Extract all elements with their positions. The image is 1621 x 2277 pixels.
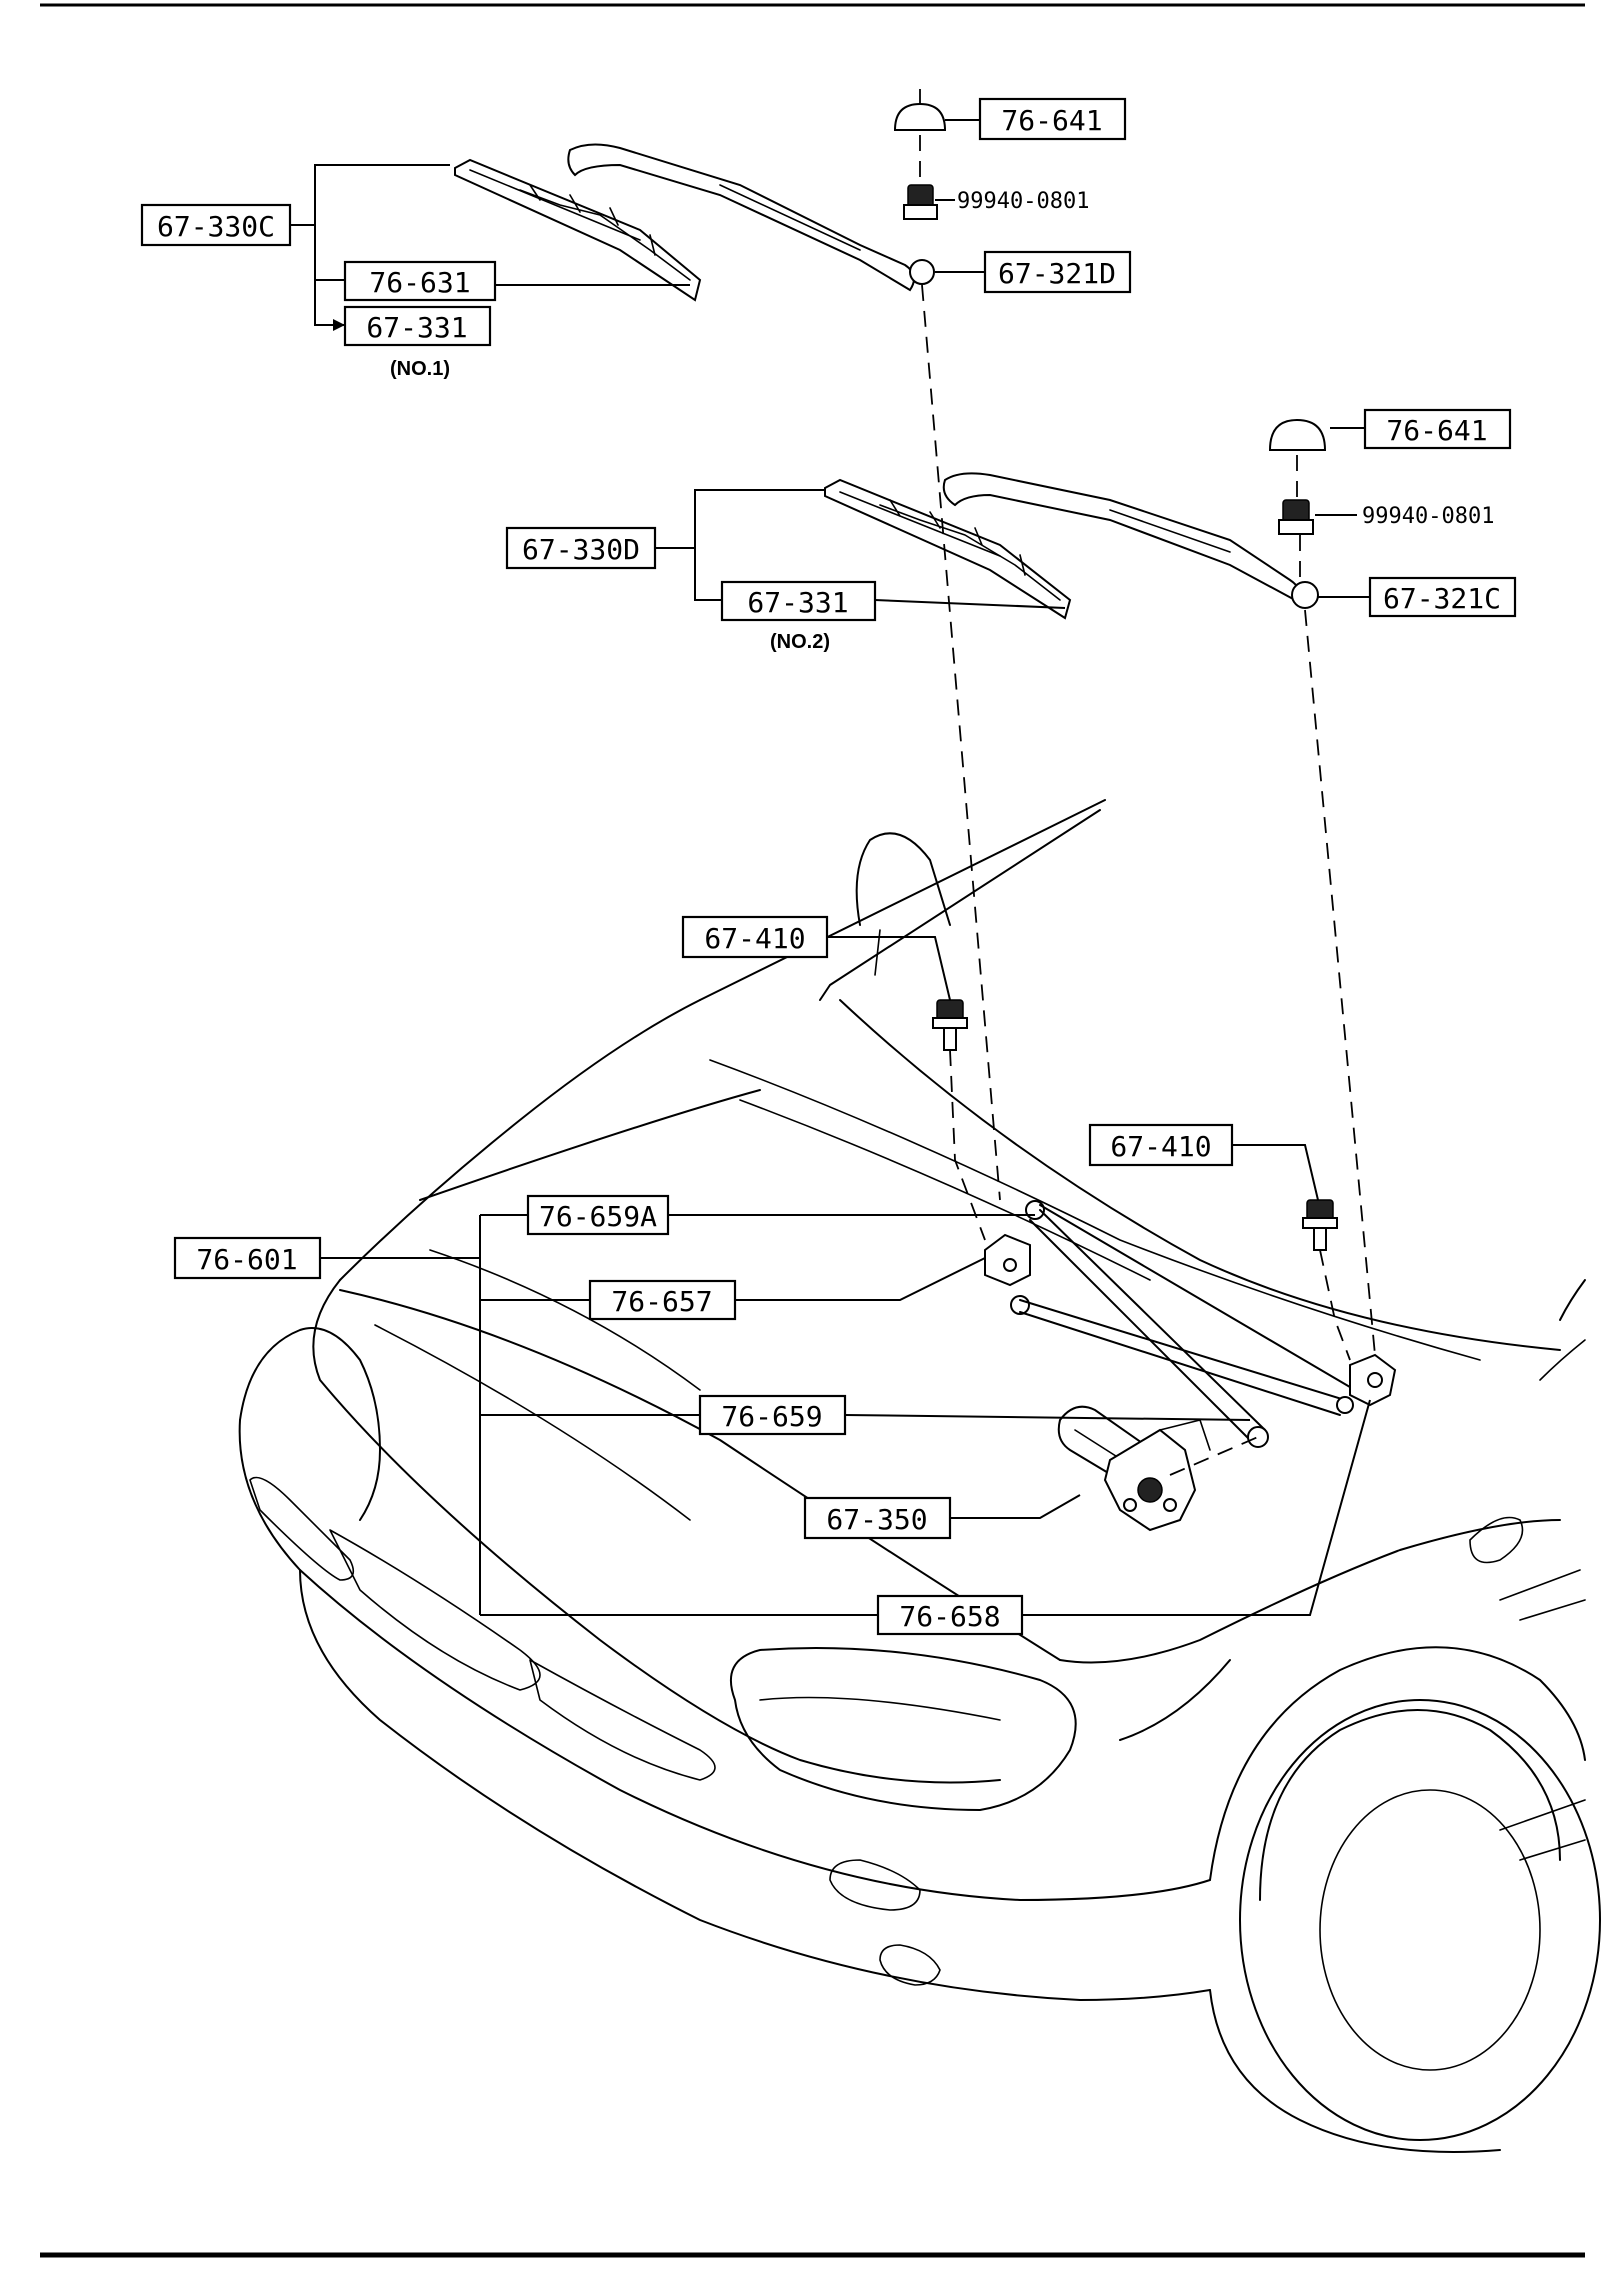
label-blade-1: 76-631 [343,260,497,302]
svg-text:99940-0801: 99940-0801 [1362,504,1494,529]
label-pivot: 76-657 [588,1279,737,1321]
label-arm-1: 67-321D [983,250,1132,294]
svg-text:76-659: 76-659 [721,1400,822,1433]
svg-text:76-601: 76-601 [196,1243,297,1276]
wiper-motor [1057,1405,1211,1532]
label-nut-2: 99940-0801 [1362,504,1494,529]
svg-text:76-641: 76-641 [1001,104,1102,137]
label-link-a: 76-659A [526,1194,670,1236]
svg-text:67-321D: 67-321D [998,257,1116,290]
label-cap-2: 76-641 [1363,408,1512,450]
label-bolt-2: 67-410 [1088,1123,1234,1167]
label-linkage-assy: 76-601 [173,1236,322,1280]
assembly-lines [919,80,1376,1361]
label-blade-set-1: 67-330C [140,203,292,247]
svg-text:67-321C: 67-321C [1383,582,1501,615]
wiper-linkage [984,1200,1397,1532]
cap-1 [893,102,947,131]
svg-text:76-657: 76-657 [611,1285,712,1318]
svg-text:67-330C: 67-330C [157,210,275,243]
svg-text:76-631: 76-631 [369,266,470,299]
svg-text:67-410: 67-410 [1110,1130,1211,1163]
svg-text:99940-0801: 99940-0801 [957,189,1089,214]
label-rubber-1: 67-331 [343,305,492,347]
label-arm-2: 67-321C [1368,576,1517,618]
svg-text:67-330D: 67-330D [522,533,640,566]
svg-text:76-658: 76-658 [899,1600,1000,1633]
leader-lines [290,119,1371,1616]
label-cap-1: 76-641 [978,97,1127,141]
nut-2 [1278,499,1314,535]
label-link-b: 76-659 [698,1394,847,1436]
label-blade-set-2: 67-330D [505,526,657,570]
car-body-outline [238,799,1601,2153]
label-motor: 67-350 [803,1496,952,1540]
wiper-arm-2 [942,472,1319,609]
bolt-2 [1302,1199,1338,1251]
bolt-1 [932,999,968,1051]
note-no2: (NO.2) [770,631,830,653]
label-pivot-b: 76-658 [876,1594,1024,1636]
note-no1: (NO.1) [390,358,450,380]
wiper-arm-1 [567,143,935,292]
cap-2 [1268,418,1327,451]
label-nut-1: 99940-0801 [957,189,1089,214]
label-bolt-1: 67-410 [681,915,829,959]
nut-1 [903,184,938,220]
svg-text:67-410: 67-410 [704,922,805,955]
wiper-blade-2 [824,478,1072,620]
svg-text:76-659A: 76-659A [539,1200,657,1233]
label-rubber-2: 67-331 [720,580,877,622]
svg-text:67-331: 67-331 [747,586,848,619]
svg-text:76-641: 76-641 [1386,414,1487,447]
svg-text:67-350: 67-350 [826,1503,927,1536]
wiper-blade-1 [454,158,702,302]
svg-text:67-331: 67-331 [366,311,467,344]
